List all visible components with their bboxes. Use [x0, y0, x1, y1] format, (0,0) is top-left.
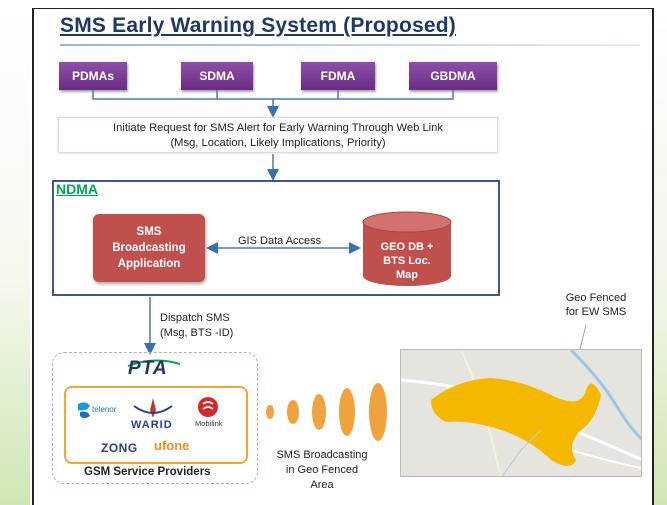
- sms-app-line-1: SMS: [136, 226, 162, 238]
- sms-app-line-3: Application: [117, 258, 181, 270]
- sms-broadcasting-application: SMS Broadcasting Application: [93, 214, 205, 282]
- gis-data-access-label: GIS Data Access: [238, 235, 322, 247]
- dispatch-line-1: Dispatch SMS: [160, 312, 230, 324]
- mobilink-logo-icon: [198, 397, 218, 417]
- zong-logo: ZONG: [101, 441, 138, 455]
- pta-logo: PTA: [128, 358, 168, 379]
- request-line-2: (Msg, Location, Likely Implications, Pri…: [170, 137, 386, 149]
- geo-fence-line-1: Geo Fenced: [565, 292, 627, 304]
- geo-fence-label: Geo Fenced for EW SMS: [550, 291, 642, 319]
- gsm-service-providers-label: GSM Service Providers: [84, 466, 211, 478]
- agency-gbdma: GBDMA: [409, 62, 497, 90]
- pta-dashed-box: [52, 352, 258, 484]
- database-cylinder-icon: [362, 211, 452, 286]
- agency-sdma: SDMA: [181, 62, 253, 90]
- agency-fdma: FDMA: [301, 62, 375, 90]
- ndma-label: NDMA: [56, 181, 98, 197]
- agency-pdmas: PDMAs: [59, 62, 127, 90]
- slide-background-left: [0, 0, 30, 505]
- dispatch-label: Dispatch SMS (Msg, BTS -ID): [160, 311, 233, 341]
- telenor-logo-icon: [78, 402, 90, 418]
- geo-db-line-3: Map: [396, 269, 418, 281]
- ufone-logo: ufone: [154, 438, 190, 453]
- title-divider: [60, 44, 640, 46]
- geo-db-line-1: GEO DB +: [380, 241, 434, 253]
- pta-swoosh-icon: [127, 359, 181, 367]
- warid-label: WARID: [131, 419, 173, 431]
- gsm-providers-box: [64, 386, 248, 464]
- geo-fenced-map: [400, 349, 642, 477]
- request-line-1: Initiate Request for SMS Alert for Early…: [113, 122, 443, 134]
- page-title: SMS Early Warning System (Proposed): [60, 14, 456, 37]
- broadcast-line-1: SMS Broadcasting: [276, 449, 368, 461]
- ndma-box: [52, 180, 500, 296]
- geo-db-line-2: BTS Loc.: [383, 255, 431, 267]
- broadcast-line-2: in Geo Fenced: [285, 464, 359, 476]
- dispatch-line-2: (Msg, BTS -ID): [160, 327, 234, 339]
- geo-fence-line-2: for EW SMS: [565, 306, 627, 318]
- broadcast-label: SMS Broadcasting in Geo Fenced Area: [267, 448, 377, 493]
- sms-app-line-2: Broadcasting: [112, 242, 186, 254]
- broadcast-waves-icon: [266, 383, 387, 441]
- mobilink-label: Mobilink: [195, 419, 223, 428]
- broadcast-line-3: Area: [310, 479, 334, 491]
- geo-db-label: GEO DB + BTS Loc. Map: [361, 240, 453, 282]
- telenor-label: telenor: [92, 405, 117, 414]
- warid-logo-icon: [133, 398, 173, 418]
- map-geo-fence-icon: [401, 350, 641, 476]
- request-box: Initiate Request for SMS Alert for Early…: [58, 117, 498, 153]
